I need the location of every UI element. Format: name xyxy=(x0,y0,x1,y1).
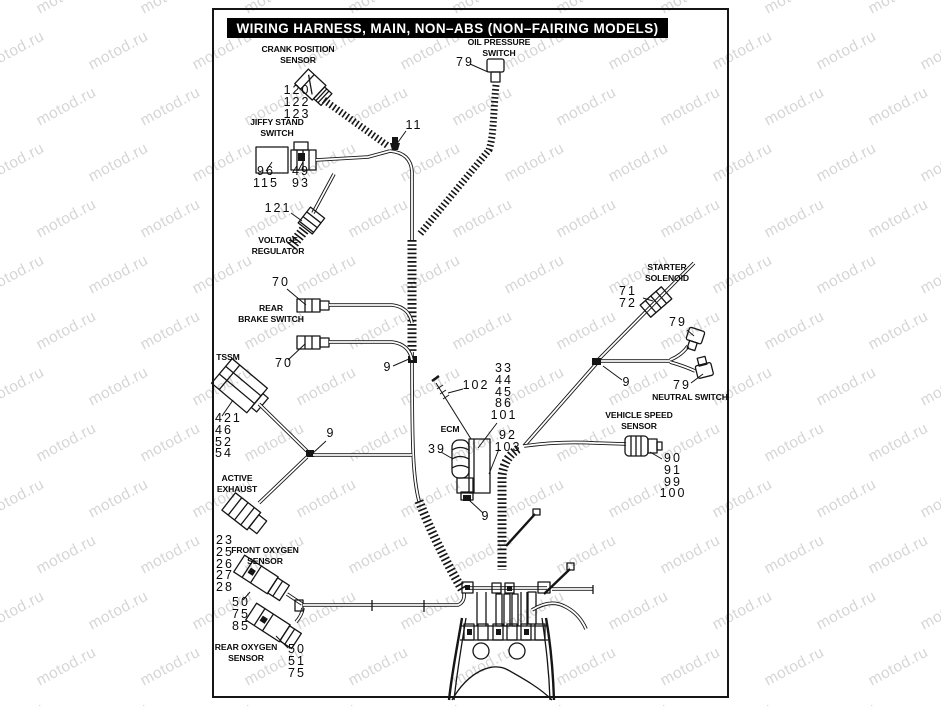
rear-brake-switch-label: REAR BRAKE SWITCH xyxy=(238,303,304,324)
oil-pressure-switch-label: OIL PRESSURE SWITCH xyxy=(467,37,531,58)
vehicle-speed-sensor-label: VEHICLE SPEED SENSOR xyxy=(605,410,673,431)
tssm-connector xyxy=(210,358,412,535)
ecm-label: ECM xyxy=(440,424,460,434)
ecm-assembly xyxy=(431,375,521,570)
pn-9-tssm: 9 xyxy=(326,426,336,440)
neutral-switch-boot-upper xyxy=(685,326,706,352)
pn-79-lower: 79 xyxy=(673,378,691,392)
neutral-switch-label: NEUTRAL SWITCH xyxy=(652,392,728,402)
pn-11: 11 xyxy=(405,118,423,132)
pn-9-trunk: 9 xyxy=(383,360,393,374)
rear-oxygen-sensor-label: REAR OXYGEN SENSOR xyxy=(214,642,278,663)
starter-solenoid-label: STARTER SOLENOID xyxy=(644,262,690,283)
bottom-assembly xyxy=(430,508,594,701)
connector-121 xyxy=(286,173,336,251)
tssm-label: TSSM xyxy=(216,352,240,362)
pn-102: 102 xyxy=(462,378,490,392)
pn-92-103: 92 103 xyxy=(494,428,522,454)
pn-70-top: 70 xyxy=(272,275,290,289)
oxygen-sensors xyxy=(233,554,430,650)
pn-9-right: 9 xyxy=(622,375,632,389)
main-trunk xyxy=(389,149,467,594)
active-exhaust-label: ACTIVE EXHAUST xyxy=(216,473,258,494)
neutral-switch-boot-lower xyxy=(694,355,714,379)
pn-121: 121 xyxy=(264,201,292,215)
jiffy-stand-switch-label: JIFFY STAND SWITCH xyxy=(250,117,304,138)
pn-active-exhaust: 23 25 26 27 28 xyxy=(216,533,234,595)
crank-position-sensor-connector xyxy=(294,68,391,149)
pn-70-bottom: 70 xyxy=(275,356,293,370)
rear-brake-switch-connectors xyxy=(296,298,414,361)
pn-79-upper: 79 xyxy=(669,315,687,329)
active-exhaust-connector xyxy=(221,492,268,535)
jiffy-stand-switch-connector xyxy=(255,141,391,174)
pn-9-ecm: 9 xyxy=(481,509,491,523)
pn-crank: 120 122 123 xyxy=(283,83,311,121)
label-pointer-lines xyxy=(221,63,704,649)
pn-front-oxygen: 50 75 85 xyxy=(232,595,250,633)
rear-oxygen-sensor-connector xyxy=(245,602,303,650)
oil-pressure-switch-connector xyxy=(417,58,505,237)
front-oxygen-sensor-label: FRONT OXYGEN SENSOR xyxy=(231,545,299,566)
pn-71-72: 71 72 xyxy=(619,284,637,310)
pn-jiffy-left: 96 115 xyxy=(253,164,279,190)
front-oxygen-sensor-connector xyxy=(233,554,291,602)
diagram-frame xyxy=(212,8,729,698)
pn-vss: 90 91 99 100 xyxy=(659,451,687,501)
pn-rear-oxygen: 50 51 75 xyxy=(288,642,306,680)
pn-tssm: 421 46 52 54 xyxy=(215,411,242,461)
clip-11 xyxy=(390,137,400,150)
pn-ecm-stack: 33 44 45 86 101 xyxy=(490,361,518,423)
voltage-regulator-label: VOLTAGE REGULATOR xyxy=(251,235,305,256)
crank-position-sensor-label: CRANK POSITION SENSOR xyxy=(261,44,335,65)
right-branch xyxy=(522,261,714,457)
starter-solenoid-connector xyxy=(639,286,673,318)
pn-39: 39 xyxy=(428,442,446,456)
pn-jiffy-right: 49 93 xyxy=(292,164,310,190)
vehicle-speed-sensor-connector xyxy=(624,435,663,457)
pn-79-oil: 79 xyxy=(456,55,474,69)
diagram-title: WIRING HARNESS, MAIN, NON–ABS (NON–FAIRI… xyxy=(227,18,668,38)
